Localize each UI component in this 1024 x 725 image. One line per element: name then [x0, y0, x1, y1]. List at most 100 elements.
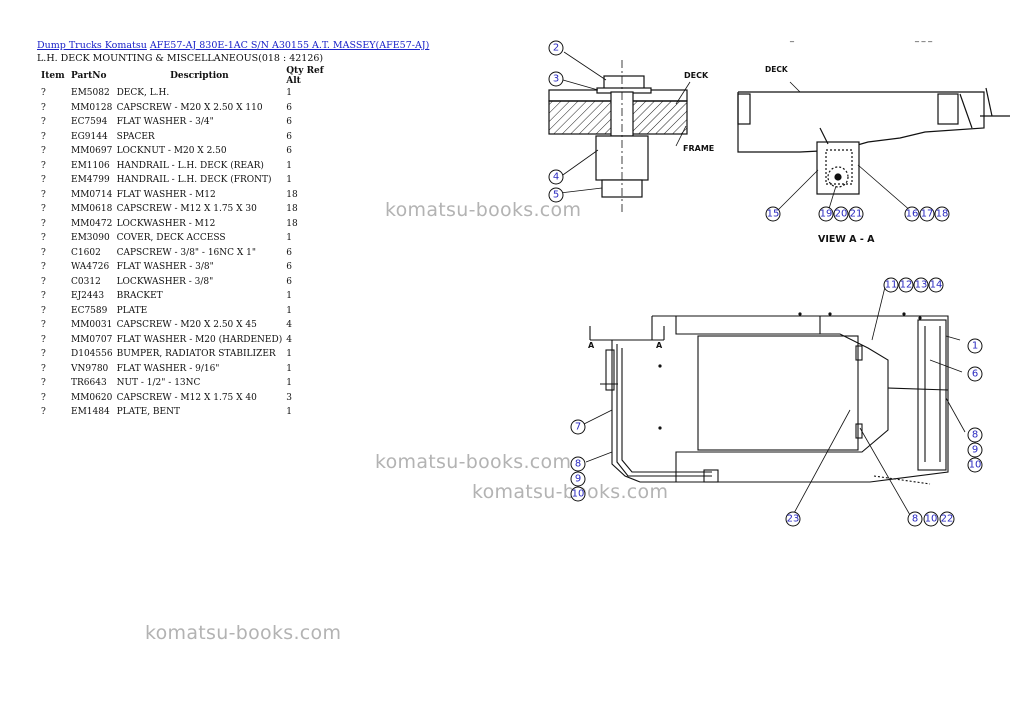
cell-partno: EM1484 — [71, 407, 110, 418]
cell-item: ? — [41, 131, 46, 142]
cell-qty: 1 — [286, 160, 292, 171]
cell-description: CAPSCREW - M12 X 1.75 X 30 — [116, 204, 257, 215]
view-a-a-detail — [737, 81, 1010, 213]
svg-text:16: 16 — [906, 209, 919, 220]
cell-description: FLAT WASHER - M12 — [116, 189, 216, 200]
cell-description: CAPSCREW - 3/8" - 16NC X 1" — [116, 247, 257, 258]
watermark-text: komatsu-books.com — [472, 481, 669, 503]
callout-balloon: 4 — [548, 169, 564, 185]
cell-qty: 4 — [286, 334, 292, 345]
view-a-a-label: VIEW A - A — [818, 234, 875, 245]
callout-balloon: 3 — [548, 71, 564, 87]
svg-text:12: 12 — [900, 280, 913, 291]
svg-text:9: 9 — [972, 445, 978, 456]
svg-text:17: 17 — [921, 209, 934, 220]
watermark-text: komatsu-books.com — [145, 622, 342, 644]
plan-view-bolt-holes — [658, 312, 922, 430]
cell-item: ? — [41, 117, 46, 128]
cell-item: ? — [41, 233, 46, 244]
callout-balloon: 11 — [883, 277, 899, 293]
callout-balloon: 2 — [548, 40, 564, 56]
breadcrumb-link-model[interactable]: AFE57-AJ 830E-1AC S/N A30155 A.T. MASSEY… — [149, 40, 430, 51]
cell-partno: MM0620 — [71, 392, 113, 403]
cell-partno: VN9780 — [71, 363, 109, 374]
cell-partno: TR6643 — [71, 378, 107, 389]
svg-text:2: 2 — [553, 43, 559, 54]
cell-qty: 1 — [286, 363, 292, 374]
cell-description: SPACER — [116, 131, 155, 142]
cell-qty: 18 — [286, 218, 298, 229]
cell-item: ? — [41, 407, 46, 418]
column-header-qty: Qty Ref Alt — [286, 66, 324, 86]
svg-text:8: 8 — [912, 514, 918, 525]
table-header-row: Item PartNo Description Qty Ref Alt — [37, 66, 332, 86]
svg-text:8: 8 — [972, 430, 978, 441]
cell-description: LOCKWASHER - 3/8" — [116, 276, 214, 287]
svg-text:19: 19 — [820, 209, 833, 220]
cell-item: ? — [41, 88, 46, 99]
cell-qty: 6 — [286, 131, 292, 142]
svg-text:13: 13 — [915, 280, 928, 291]
cell-qty: 6 — [286, 247, 292, 258]
cell-partno: EC7589 — [71, 305, 108, 316]
cell-qty: 6 — [286, 146, 292, 157]
cell-partno: WA4726 — [71, 262, 110, 273]
cell-item: ? — [41, 363, 46, 374]
svg-text:6: 6 — [972, 369, 978, 380]
cell-qty: 1 — [286, 175, 292, 186]
cell-item: ? — [41, 146, 46, 157]
cell-item: ? — [41, 334, 46, 345]
column-header-item: Item — [41, 71, 65, 81]
svg-text:_: _ — [789, 33, 795, 42]
cell-item: ? — [41, 378, 46, 389]
cell-description: HANDRAIL - L.H. DECK (FRONT) — [116, 175, 272, 186]
cell-partno: D104556 — [71, 349, 113, 360]
callout-balloon: 9 — [967, 442, 983, 458]
svg-text:_ _ _: _ _ _ — [914, 33, 933, 42]
cell-partno: EM1106 — [71, 160, 110, 171]
cell-qty: 6 — [286, 117, 292, 128]
cell-description: LOCKNUT - M20 X 2.50 — [116, 146, 227, 157]
breadcrumb-link-category[interactable]: Dump Trucks Komatsu — [37, 40, 147, 51]
cell-description: COVER, DECK ACCESS — [116, 233, 226, 244]
cell-item: ? — [41, 102, 46, 113]
svg-text:1: 1 — [972, 341, 978, 352]
cell-item: ? — [41, 276, 46, 287]
column-header-description: Description — [170, 71, 229, 81]
cell-item: ? — [41, 175, 46, 186]
callout-balloon: 6 — [967, 366, 983, 382]
section-mark-left: A — [588, 341, 595, 350]
deck-label-view: DECK — [765, 65, 789, 74]
callout-balloon: 12 — [898, 277, 914, 293]
cell-qty: 1 — [286, 233, 292, 244]
callout-balloon: 13 — [913, 277, 929, 293]
cell-partno: C1602 — [71, 247, 101, 258]
cell-item: ? — [41, 392, 46, 403]
cell-qty: 18 — [286, 204, 298, 215]
callout-balloon: 10 — [923, 511, 939, 527]
cell-partno: MM0707 — [71, 334, 113, 345]
cell-description: CAPSCREW - M12 X 1.75 X 40 — [116, 392, 257, 403]
callout-balloon: 16 — [904, 206, 920, 222]
cell-description: BRACKET — [116, 291, 163, 302]
callout-balloon: 8 — [570, 456, 586, 472]
svg-text:10: 10 — [925, 514, 938, 525]
cell-partno: EJ2443 — [71, 291, 105, 302]
cell-partno: EM5082 — [71, 88, 110, 99]
cell-partno: MM0618 — [71, 204, 113, 215]
cell-qty: 4 — [286, 320, 292, 331]
cell-qty: 1 — [286, 378, 292, 389]
callout-balloon: 8 — [907, 511, 923, 527]
